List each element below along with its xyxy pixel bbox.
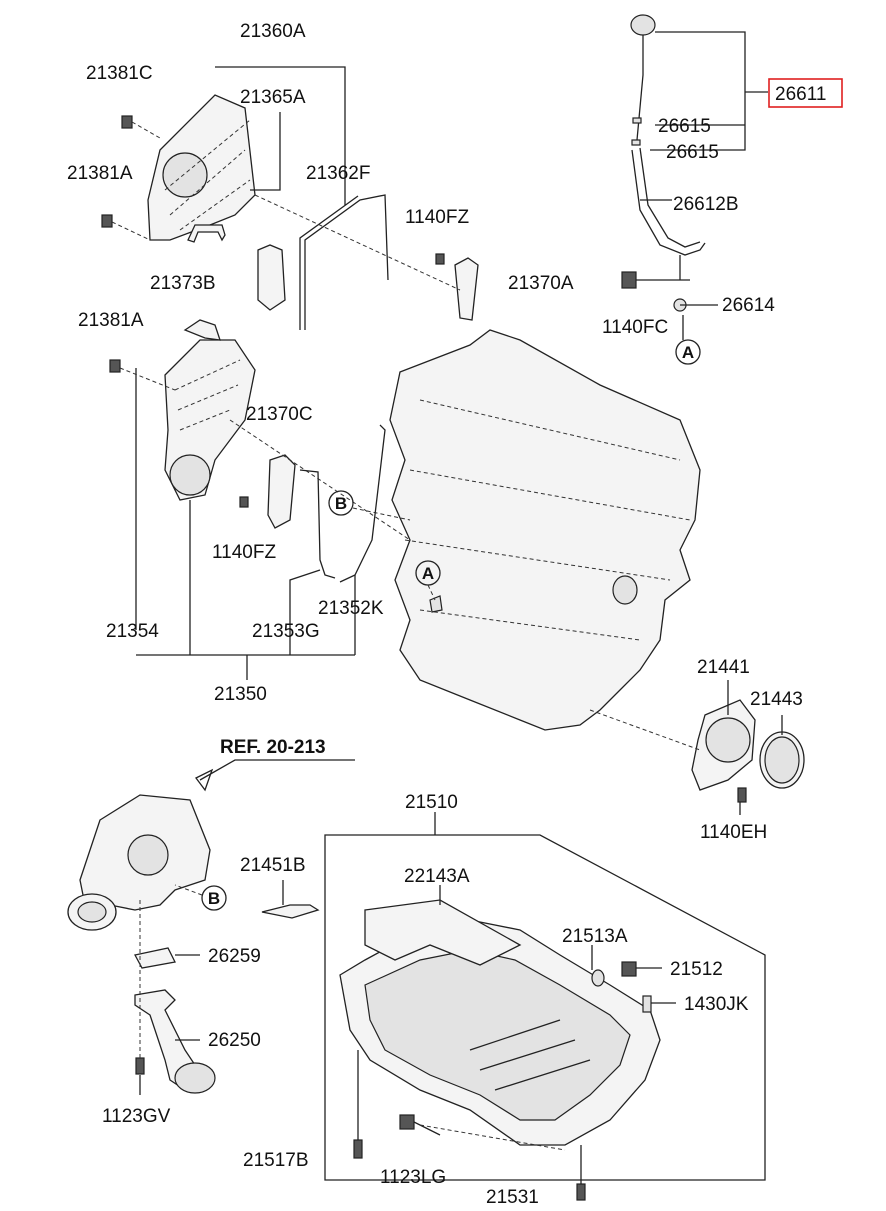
callout-21510: 21510 bbox=[405, 792, 458, 813]
callout-21362F: 21362F bbox=[306, 163, 370, 184]
timing-cover-upper bbox=[147, 94, 256, 243]
callout-21441: 21441 bbox=[697, 657, 750, 678]
callout-26250: 26250 bbox=[208, 1030, 261, 1051]
dipstick-26611 bbox=[630, 14, 656, 146]
callout-26615-a: 26615 bbox=[658, 116, 711, 137]
bolt-1123GV bbox=[135, 1057, 145, 1075]
callout-21354: 21354 bbox=[106, 621, 159, 642]
callout-26614: 26614 bbox=[722, 295, 775, 316]
callout-21512: 21512 bbox=[670, 959, 723, 980]
callout-1140FZ-top: 1140FZ bbox=[405, 207, 469, 228]
bolt-21517B bbox=[353, 1139, 363, 1159]
bolt-21531 bbox=[576, 1183, 586, 1201]
callout-21360A: 21360A bbox=[240, 21, 306, 42]
callout-21381A-mid: 21381A bbox=[78, 310, 144, 331]
bracket-21370C bbox=[239, 454, 296, 529]
oil-tube-21353G bbox=[299, 424, 386, 583]
bolt-21381A-mid bbox=[109, 359, 176, 391]
callout-1430JK: 1430JK bbox=[684, 994, 749, 1015]
gasket-26259 bbox=[134, 947, 176, 969]
svg-text:A: A bbox=[682, 343, 694, 362]
callout-21517B: 21517B bbox=[243, 1150, 309, 1171]
callout-1140FZ-mid: 1140FZ bbox=[212, 542, 276, 563]
callout-21443: 21443 bbox=[750, 689, 803, 710]
svg-text:B: B bbox=[208, 889, 220, 908]
callout-1123LG: 1123LG bbox=[380, 1167, 446, 1188]
dipstick-tube-26612B bbox=[621, 147, 706, 312]
gasket-21513A bbox=[591, 969, 605, 987]
bracket-21373B bbox=[257, 244, 286, 311]
callout-21381C: 21381C bbox=[86, 63, 153, 84]
dowel-1430JK bbox=[642, 995, 652, 1013]
callout-21373B: 21373B bbox=[150, 273, 216, 294]
callout-21381A-top: 21381A bbox=[67, 163, 133, 184]
marker-b-pump: B bbox=[201, 885, 227, 911]
bolt-1123LG bbox=[399, 1114, 441, 1136]
oil-strainer-26250 bbox=[134, 989, 216, 1094]
engine-block bbox=[389, 329, 701, 731]
callout-26612B: 26612B bbox=[673, 194, 739, 215]
callout-21513A: 21513A bbox=[562, 926, 628, 947]
bolt-21381C bbox=[121, 115, 161, 139]
callout-21370A: 21370A bbox=[508, 273, 574, 294]
highlight-box-26611 bbox=[768, 78, 843, 108]
oil-pan-21510 bbox=[339, 899, 661, 1146]
ref-label: REF. 20-213 bbox=[220, 737, 326, 758]
svg-text:B: B bbox=[335, 494, 347, 513]
callout-21353G: 21353G bbox=[252, 621, 320, 642]
marker-b-mid: B bbox=[328, 490, 354, 516]
callout-26259: 26259 bbox=[208, 946, 261, 967]
callout-21352K: 21352K bbox=[318, 598, 384, 619]
timing-cover-lower bbox=[164, 319, 256, 501]
callout-26615-b: 26615 bbox=[666, 142, 719, 163]
callout-1140FC: 1140FC bbox=[602, 317, 668, 338]
callout-21451B: 21451B bbox=[240, 855, 306, 876]
callout-21350: 21350 bbox=[214, 684, 267, 705]
gasket-21362F bbox=[299, 194, 389, 330]
bolt-21381A-top bbox=[101, 214, 151, 241]
rear-oil-seal-case-21441 bbox=[691, 699, 756, 791]
clip-21451B bbox=[261, 904, 320, 919]
callout-26611: 26611 bbox=[775, 84, 826, 105]
bolt-1140EH bbox=[737, 787, 747, 803]
svg-text:A: A bbox=[422, 564, 434, 583]
callout-21365A: 21365A bbox=[240, 87, 306, 108]
rear-oil-seal-21443 bbox=[759, 731, 805, 789]
marker-a-top: A bbox=[675, 339, 701, 365]
callout-21370C: 21370C bbox=[246, 404, 313, 425]
callout-1140EH: 1140EH bbox=[700, 822, 767, 843]
oil-pump bbox=[67, 794, 211, 931]
callout-1123GV: 1123GV bbox=[102, 1106, 171, 1127]
plug-21512 bbox=[621, 961, 637, 977]
callout-21531: 21531 bbox=[486, 1187, 539, 1208]
bracket-21370A bbox=[435, 253, 479, 321]
callout-22143A: 22143A bbox=[404, 866, 470, 887]
